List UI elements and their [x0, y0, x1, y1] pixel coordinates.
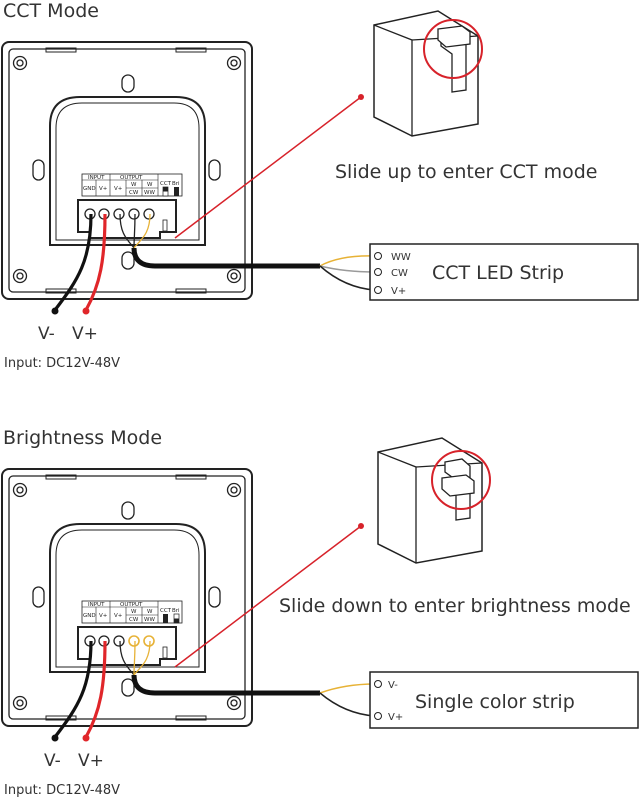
slide-switch-up-icon: [373, 10, 483, 137]
vplus-out-label: V+: [114, 613, 123, 619]
cct-strip-label: CCT LED Strip: [432, 262, 564, 284]
screw-hole-icon: [226, 482, 242, 498]
w-label: W: [131, 182, 137, 188]
cct-switch-label: CCT: [160, 181, 172, 187]
strip-terminal-vplus: V+: [388, 712, 403, 723]
screw-hole-icon: [12, 482, 28, 498]
slide-switch-down-icon: [377, 437, 491, 564]
strip-terminal-vplus: V+: [391, 286, 406, 297]
w-label-2: W: [147, 182, 153, 188]
bright-panel: INPUT OUTPUT GND V+ V+ W CW W WW CCT Bri: [1, 468, 376, 742]
screw-hole-icon: [12, 695, 28, 711]
bright-input-label: Input: DC12V-48V: [4, 783, 120, 798]
screw-hole-icon: [226, 695, 242, 711]
vplus-out-label: V+: [114, 186, 123, 192]
cct-led-strip: WW CW V+ CCT LED Strip: [369, 243, 639, 301]
output-header: OUTPUT: [120, 175, 143, 181]
bright-title: Brightness Mode: [3, 427, 162, 449]
strip-terminal-cw: CW: [391, 268, 408, 279]
cw-label: CW: [129, 190, 139, 196]
w-label-2: W: [147, 609, 153, 615]
cct-switch-label: CCT: [160, 608, 172, 614]
w-label: W: [131, 609, 137, 615]
screw-hole-icon: [12, 55, 28, 71]
cct-instruction: Slide up to enter CCT mode: [335, 161, 597, 183]
input-header: INPUT: [88, 175, 105, 181]
bri-switch-label: Bri: [172, 181, 180, 187]
gnd-label: GND: [83, 186, 96, 192]
input-header: INPUT: [88, 602, 105, 608]
bright-section: Brightness Mode INPU: [1, 427, 639, 798]
bri-switch-label: Bri: [172, 608, 180, 614]
bright-wire-pos-label: V+: [78, 751, 104, 771]
ww-label: WW: [144, 190, 155, 196]
cct-title: CCT Mode: [3, 0, 99, 22]
vplus-label: V+: [99, 613, 108, 619]
cw-label: CW: [129, 617, 139, 623]
bright-strip-label: Single color strip: [415, 691, 575, 713]
cct-section: CCT Mode: [1, 0, 639, 371]
cct-input-label: Input: DC12V-48V: [4, 356, 120, 371]
ww-label: WW: [144, 617, 155, 623]
cct-wire-pos-label: V+: [72, 324, 98, 344]
cct-panel: INPUT OUTPUT GND V+ V+ W CW W WW CCT Bri: [1, 41, 376, 315]
cct-wire-neg-label: V-: [38, 324, 55, 344]
strip-terminal-ww: WW: [391, 252, 411, 263]
strip-terminal-vminus: V-: [388, 680, 398, 691]
single-color-strip: V- V+ Single color strip: [369, 671, 639, 729]
screw-hole-icon: [12, 268, 28, 284]
gnd-label: GND: [83, 613, 96, 619]
output-header: OUTPUT: [120, 602, 143, 608]
screw-hole-icon: [226, 55, 242, 71]
bright-instruction: Slide down to enter brightness mode: [279, 595, 631, 617]
vplus-label: V+: [99, 186, 108, 192]
bright-wire-neg-label: V-: [44, 751, 61, 771]
screw-hole-icon: [226, 268, 242, 284]
